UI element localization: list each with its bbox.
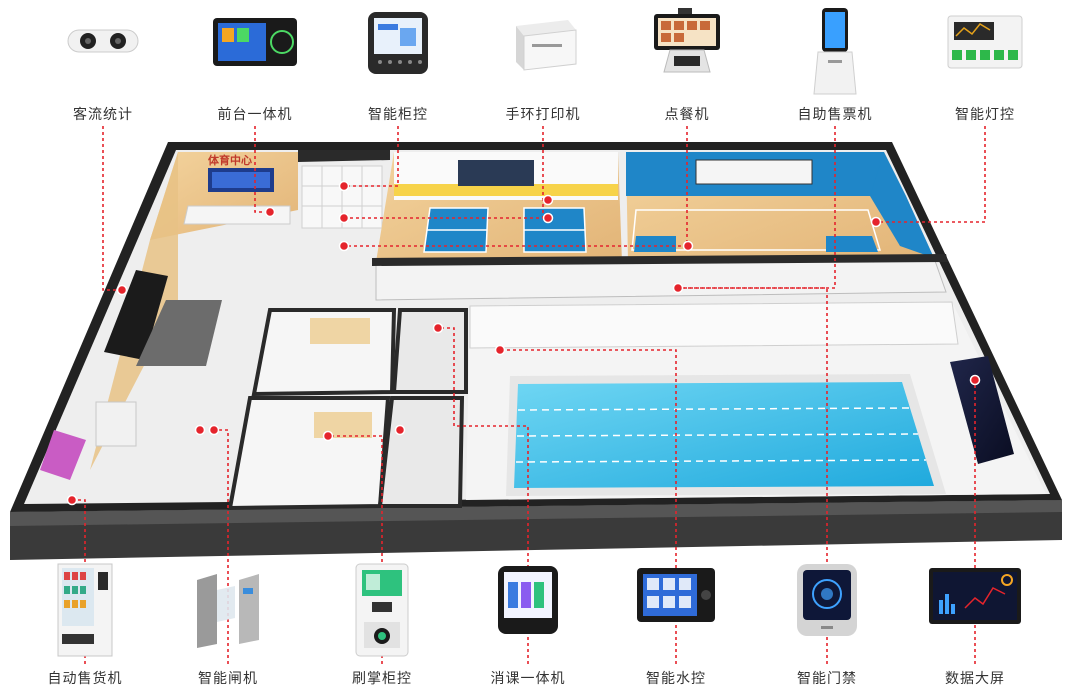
- connector-line-7: [876, 126, 986, 223]
- smart-access-control-icon: [772, 560, 882, 644]
- lobby-entrance-mat: [136, 300, 222, 366]
- lobby-vending-machines: [95, 401, 137, 447]
- top-device-label: 智能灯控: [955, 107, 1015, 123]
- bottom-device-label: 智能闸机: [198, 671, 258, 687]
- device-hotspot-7: [682, 240, 694, 252]
- bottom-device-5: [621, 560, 731, 664]
- top-device-7: [930, 6, 1040, 98]
- vending-machine-icon: [30, 560, 140, 664]
- connector-line-1: [102, 126, 122, 291]
- basketball-court-lines: [631, 209, 882, 251]
- bottom-device-label: 消课一体机: [490, 671, 566, 687]
- bottom-device-label: 智能水控: [646, 671, 706, 687]
- top-device-3: [343, 6, 453, 98]
- front-desk-terminal-icon: [200, 6, 310, 80]
- device-hotspot-10: [66, 494, 78, 506]
- bottom-device-6: [772, 560, 882, 664]
- reception-desk: [183, 205, 291, 225]
- connector-line-12: [500, 349, 677, 664]
- connector-line-13: [678, 287, 828, 664]
- bottom-device-1: [30, 560, 140, 664]
- basketball-court-blue-left: [634, 236, 676, 252]
- data-dashboard-screen-icon: [920, 560, 1030, 634]
- lobby-colorful-wall-art: [40, 430, 86, 480]
- connector-line-9: [214, 429, 229, 664]
- self-service-ticket-kiosk-icon: [780, 6, 890, 100]
- bottom-device-label: 自动售货机: [47, 671, 123, 687]
- top-device-label: 智能柜控: [368, 107, 428, 123]
- connector-line-10: [328, 435, 383, 664]
- lobby-display-screen-glow: [212, 172, 270, 188]
- device-hotspot-17: [394, 424, 406, 436]
- top-device-2: [200, 6, 310, 98]
- top-device-4: [488, 6, 598, 98]
- basketball-court-blue-right: [826, 236, 878, 252]
- device-hotspot-9: [870, 216, 882, 228]
- bottom-device-2: [173, 560, 283, 664]
- badminton-hall-window: [458, 160, 534, 186]
- top-device-6: [780, 6, 890, 98]
- device-hotspot-6: [542, 212, 554, 224]
- bottom-device-label: 智能门禁: [797, 671, 857, 687]
- smart-locker-controller-icon: [343, 6, 453, 80]
- top-device-label: 前台一体机: [217, 107, 293, 123]
- device-hotspot-14: [494, 344, 506, 356]
- smart-light-controller-icon: [930, 6, 1040, 80]
- smart-water-controller-icon: [621, 560, 731, 634]
- device-hotspot-12: [322, 430, 334, 442]
- building-base-front: [10, 500, 1062, 526]
- lobby-top-wall: [298, 150, 390, 162]
- hall-dark-partition: [372, 254, 948, 266]
- locker-room-upper-bench: [310, 318, 370, 344]
- shower-room-upper: [391, 308, 468, 394]
- device-hotspot-4: [338, 212, 350, 224]
- shower-room-lower: [377, 396, 465, 508]
- top-device-5: [632, 6, 742, 98]
- device-hotspot-18: [542, 194, 554, 206]
- device-hotspots: [66, 180, 981, 506]
- bottom-device-3: [327, 560, 437, 664]
- top-device-label: 客流统计: [73, 107, 133, 123]
- lobby-wall-tv: [104, 270, 168, 360]
- wristband-printer-icon: [488, 6, 598, 80]
- top-device-label: 点餐机: [664, 107, 710, 123]
- locker-room-lower-bench: [314, 412, 372, 438]
- connector-line-3: [344, 126, 399, 187]
- device-hotspot-15: [969, 374, 981, 386]
- connector-line-11: [438, 327, 529, 664]
- ordering-kiosk-icon: [632, 6, 742, 80]
- bottom-device-4: [473, 560, 583, 664]
- people-counter-camera-icon: [48, 6, 158, 70]
- connector-line-4: [344, 126, 544, 219]
- top-device-label: 手环打印机: [505, 107, 581, 123]
- device-hotspot-16: [194, 424, 206, 436]
- basketball-hall-side-wall: [870, 152, 934, 258]
- badminton-hall-yellow-band: [394, 184, 618, 196]
- device-hotspot-13: [432, 322, 444, 334]
- bottom-device-label: 刷掌柜控: [352, 671, 412, 687]
- smart-turnstile-icon: [173, 560, 283, 654]
- venue-sign: 体育中心: [208, 153, 252, 167]
- device-hotspot-1: [116, 284, 128, 296]
- palm-scan-locker-icon: [327, 560, 437, 664]
- top-device-1: [48, 6, 158, 98]
- device-hotspot-5: [338, 240, 350, 252]
- basketball-hall-window: [695, 159, 813, 185]
- pool-hall-back-wall: [469, 301, 959, 349]
- top-device-label: 自助售票机: [797, 107, 873, 123]
- device-hotspot-3: [338, 180, 350, 192]
- connector-line-6: [678, 126, 836, 289]
- pool-hall-dashboard-screen: [950, 356, 1014, 464]
- class-checkin-terminal-icon: [473, 560, 583, 644]
- bottom-device-label: 数据大屏: [945, 671, 1005, 687]
- device-hotspot-11: [208, 424, 220, 436]
- device-hotspot-8: [672, 282, 684, 294]
- device-hotspot-2: [264, 206, 276, 218]
- bottom-device-7: [920, 560, 1030, 664]
